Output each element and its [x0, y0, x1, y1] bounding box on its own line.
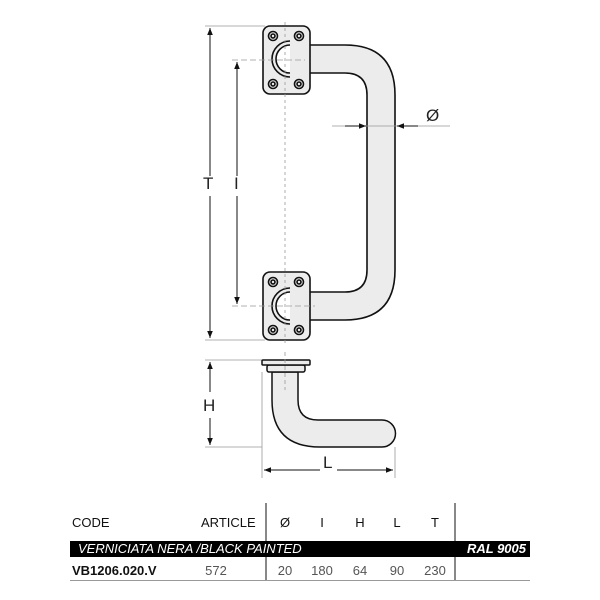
handle-technical-drawing — [205, 22, 450, 478]
finish-row: VERNICIATA NERA /BLACK PAINTED RAL 9005 — [70, 541, 530, 557]
header-I: I — [320, 515, 324, 530]
header-diameter: Ø — [279, 515, 291, 530]
cell-T: 230 — [424, 563, 446, 578]
dimension-label-diameter: Ø — [426, 106, 440, 125]
dimension-label-T: T — [203, 174, 214, 193]
header-article: ARTICLE — [201, 515, 256, 530]
table-bottom-rule — [70, 580, 530, 581]
dimension-label-I: I — [234, 174, 239, 193]
front-view — [262, 25, 396, 341]
side-plate — [261, 359, 311, 366]
header-T: T — [431, 515, 439, 530]
dimension-label-L: L — [323, 453, 333, 472]
side-tube — [271, 371, 397, 448]
header-code: CODE — [72, 515, 110, 530]
cell-article: 572 — [205, 563, 227, 578]
dimension-arrows — [207, 28, 418, 473]
cell-L: 90 — [389, 563, 405, 578]
finish-label: VERNICIATA NERA /BLACK PAINTED — [78, 541, 302, 556]
ral-code: RAL 9005 — [466, 541, 526, 556]
cell-code: VB1206.020.V — [72, 563, 157, 578]
header-L: L — [393, 515, 401, 530]
cell-diameter: 20 — [277, 563, 293, 578]
cell-I: 180 — [311, 563, 333, 578]
dimension-label-H: H — [203, 396, 216, 415]
cell-H: 64 — [352, 563, 368, 578]
handle-tube-inner-edge — [290, 72, 368, 293]
side-view — [261, 352, 397, 448]
side-collar — [266, 364, 306, 373]
header-H: H — [355, 515, 365, 530]
